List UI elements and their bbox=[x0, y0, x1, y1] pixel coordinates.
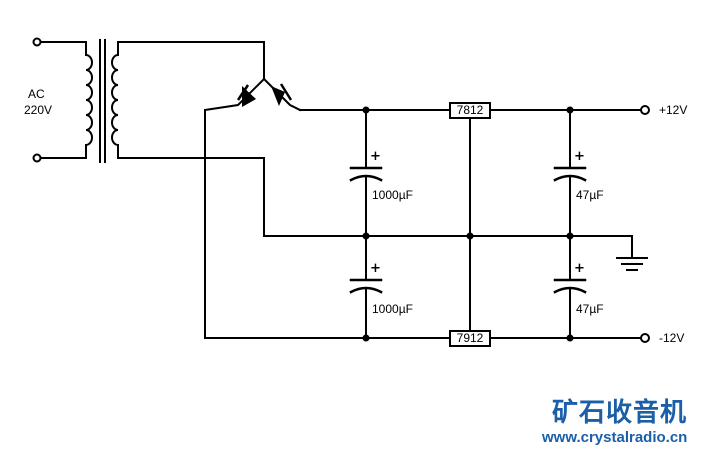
polarity-mark-upper-left: + bbox=[370, 149, 381, 164]
capacitor-label-lower-right: 47µF bbox=[576, 302, 604, 316]
watermark-url: www.crystalradio.cn bbox=[542, 429, 688, 446]
ground-symbol bbox=[616, 257, 648, 271]
polarity-mark-lower-left: + bbox=[370, 261, 381, 276]
ground-rail bbox=[263, 235, 633, 259]
polarity-mark-lower-right: + bbox=[574, 261, 585, 276]
regulator-7912: 7912 bbox=[449, 330, 491, 347]
junction-dots bbox=[362, 106, 574, 342]
bridge-rectifier bbox=[204, 77, 302, 339]
positive-output-label: +12V bbox=[659, 103, 688, 117]
negative-output-label: -12V bbox=[659, 331, 685, 345]
voltage-label: 220V bbox=[24, 103, 53, 117]
capacitor-label-upper-left: 1000µF bbox=[372, 188, 413, 202]
ac-input-terminals bbox=[32, 37, 87, 163]
ac-label: AC bbox=[28, 87, 45, 101]
diode-right bbox=[271, 83, 293, 106]
negative-output-terminal bbox=[640, 333, 650, 343]
regulator-7812: 7812 bbox=[449, 102, 491, 119]
capacitor-upper-left bbox=[349, 109, 383, 237]
capacitor-upper-right bbox=[553, 109, 587, 237]
capacitor-lower-right bbox=[553, 235, 587, 339]
transformer bbox=[84, 39, 265, 237]
watermark-title: 矿石收音机 bbox=[552, 398, 688, 428]
capacitor-label-upper-right: 47µF bbox=[576, 188, 604, 202]
capacitor-label-lower-left: 1000µF bbox=[372, 302, 413, 316]
capacitor-lower-left bbox=[349, 235, 383, 339]
positive-output-terminal bbox=[640, 105, 650, 115]
polarity-mark-upper-right: + bbox=[574, 149, 585, 164]
diode-left bbox=[236, 84, 256, 107]
